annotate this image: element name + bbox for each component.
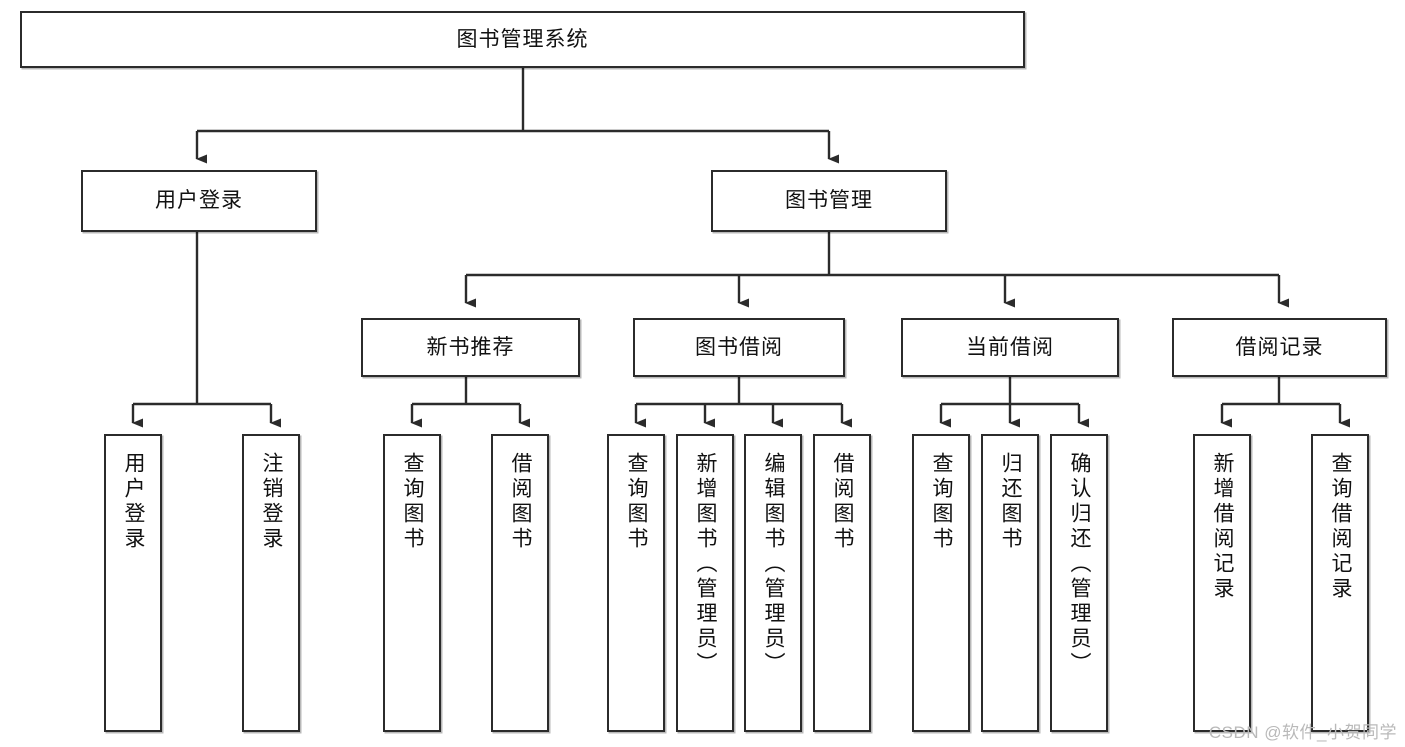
leaf-edit-book[interactable]: 编辑图书（管理员）: [744, 434, 802, 732]
leaf-query-book-1[interactable]: 查询图书: [383, 434, 441, 732]
leaf-query-book-1-label: 查询图书: [401, 452, 425, 552]
leaf-borrow-book-2[interactable]: 借阅图书: [813, 434, 871, 732]
node-root-label: 图书管理系统: [456, 27, 589, 51]
leaf-borrow-book-2-label: 借阅图书: [831, 452, 855, 552]
node-book-manage[interactable]: 图书管理: [711, 170, 947, 232]
leaf-confirm-return[interactable]: 确认归还（管理员）: [1050, 434, 1108, 732]
leaf-query-record-label: 查询借阅记录: [1329, 452, 1353, 602]
leaf-add-book[interactable]: 新增图书（管理员）: [676, 434, 734, 732]
node-current-borrow[interactable]: 当前借阅: [901, 318, 1119, 377]
leaf-user-login-label: 用户登录: [122, 452, 146, 552]
node-borrow-record-label: 借阅记录: [1235, 335, 1324, 359]
leaf-query-book-3[interactable]: 查询图书: [912, 434, 970, 732]
leaf-borrow-book-1[interactable]: 借阅图书: [491, 434, 549, 732]
leaf-borrow-book-1-label: 借阅图书: [509, 452, 533, 552]
node-book-borrow[interactable]: 图书借阅: [633, 318, 845, 377]
node-current-borrow-label: 当前借阅: [966, 335, 1054, 359]
leaf-query-book-3-label: 查询图书: [930, 452, 954, 552]
watermark-text: CSDN @软件_小贺同学: [1208, 723, 1397, 742]
leaf-add-book-label: 新增图书（管理员）: [694, 452, 718, 677]
leaf-add-record[interactable]: 新增借阅记录: [1193, 434, 1251, 732]
node-borrow-record[interactable]: 借阅记录: [1172, 318, 1387, 377]
node-user-login-label: 用户登录: [155, 189, 243, 213]
leaf-logout-login[interactable]: 注销登录: [242, 434, 300, 732]
leaf-return-book[interactable]: 归还图书: [981, 434, 1039, 732]
node-book-manage-label: 图书管理: [785, 189, 873, 213]
leaf-user-login[interactable]: 用户登录: [104, 434, 162, 732]
node-user-login[interactable]: 用户登录: [81, 170, 317, 232]
leaf-logout-login-label: 注销登录: [260, 452, 284, 552]
leaf-query-record[interactable]: 查询借阅记录: [1311, 434, 1369, 732]
leaf-add-record-label: 新增借阅记录: [1211, 452, 1235, 602]
leaf-return-book-label: 归还图书: [999, 452, 1023, 552]
node-root[interactable]: 图书管理系统: [20, 11, 1025, 68]
node-book-borrow-label: 图书借阅: [695, 335, 783, 359]
node-new-book-recommend-label: 新书推荐: [426, 335, 515, 359]
leaf-query-book-2[interactable]: 查询图书: [607, 434, 665, 732]
leaf-edit-book-label: 编辑图书（管理员）: [762, 452, 786, 677]
leaf-query-book-2-label: 查询图书: [625, 452, 649, 552]
leaf-confirm-return-label: 确认归还（管理员）: [1068, 452, 1092, 677]
node-new-book-recommend[interactable]: 新书推荐: [361, 318, 580, 377]
